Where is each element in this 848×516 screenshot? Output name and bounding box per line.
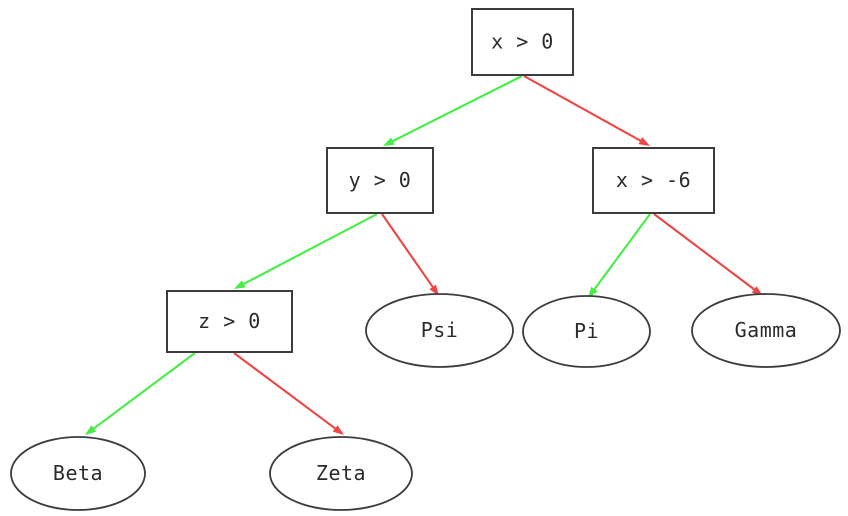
- edge-line: [381, 213, 435, 289]
- node-label: y > 0: [349, 168, 412, 192]
- leaf-node-ellipse: [691, 293, 841, 368]
- edges-layer: [85, 75, 763, 435]
- node-label: Zeta: [316, 461, 366, 485]
- tree-edge-true: [383, 75, 523, 146]
- edge-line: [233, 352, 338, 431]
- tree-edge-false: [381, 213, 439, 296]
- node-label: z > 0: [198, 309, 261, 333]
- node-label: x > -6: [616, 168, 691, 192]
- decision-node-box: [326, 147, 434, 214]
- tree-node-beta[interactable]: Beta: [10, 436, 146, 511]
- node-label: Psi: [421, 318, 459, 342]
- tree-node-pi[interactable]: Pi: [522, 295, 651, 368]
- node-label: Pi: [574, 319, 599, 343]
- tree-node-psi[interactable]: Psi: [365, 293, 514, 368]
- edge-arrowhead: [638, 137, 650, 146]
- tree-node-x_gt_m6[interactable]: x > -6: [592, 147, 715, 214]
- leaf-node-ellipse: [269, 436, 413, 511]
- tree-node-root[interactable]: x > 0: [471, 8, 574, 76]
- tree-edge-true: [234, 213, 378, 289]
- leaf-node-ellipse: [522, 295, 651, 368]
- edge-line: [653, 213, 757, 292]
- edge-arrowhead: [383, 137, 395, 146]
- tree-edge-false: [653, 213, 763, 296]
- decision-node-box: [471, 8, 574, 76]
- tree-edge-true: [85, 352, 196, 435]
- edge-arrowhead: [234, 280, 246, 289]
- tree-edge-false: [233, 352, 344, 435]
- edge-line: [241, 213, 378, 286]
- tree-node-zeta[interactable]: Zeta: [269, 436, 413, 511]
- edge-line: [390, 75, 523, 143]
- tree-node-gamma[interactable]: Gamma: [691, 293, 841, 368]
- leaf-node-ellipse: [365, 293, 514, 368]
- edge-line: [91, 352, 196, 431]
- tree-node-y_gt_0[interactable]: y > 0: [326, 147, 434, 214]
- decision-node-box: [592, 147, 715, 214]
- edge-arrowhead: [85, 425, 97, 435]
- node-label: Gamma: [735, 318, 798, 342]
- edge-line: [523, 75, 643, 143]
- node-label: x > 0: [491, 30, 554, 54]
- leaf-node-ellipse: [10, 436, 146, 511]
- node-label: Beta: [53, 461, 103, 485]
- decision-node-box: [166, 290, 293, 353]
- tree-edge-false: [523, 75, 650, 146]
- edge-arrowhead: [332, 425, 344, 435]
- edge-line: [592, 213, 651, 292]
- tree-edge-true: [588, 213, 651, 298]
- tree-node-z_gt_0[interactable]: z > 0: [166, 290, 293, 353]
